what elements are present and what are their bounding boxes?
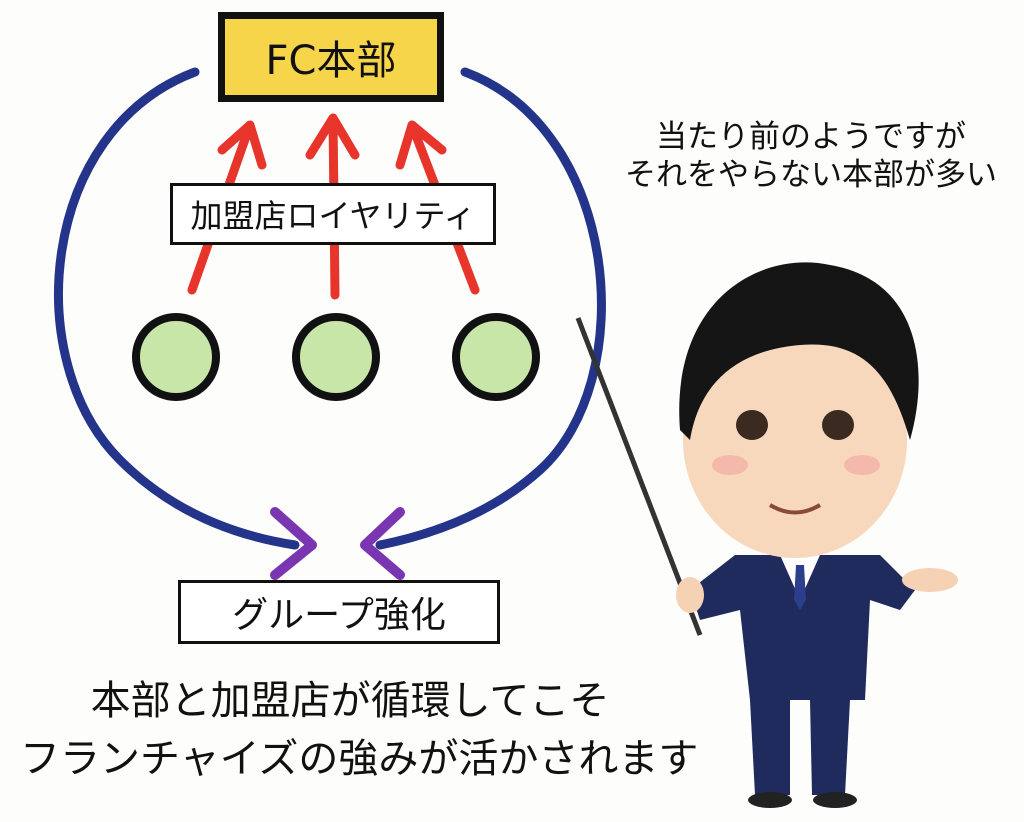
arrowhead-left-icon <box>270 507 317 580</box>
note-line: 当たり前のようですが <box>656 119 966 155</box>
caption-line: フランチャイズの強みが活かされます <box>20 736 699 782</box>
speech-note: 当たり前のようですが それをやらない本部が多い <box>606 118 1016 194</box>
presenter-character <box>575 262 958 808</box>
loop-arrow-left <box>54 67 300 550</box>
royalty-label-box: 加盟店ロイヤリティ <box>170 183 496 245</box>
fc-headquarters-box: FC本部 <box>218 12 444 102</box>
caption-line: 本部と加盟店が循環してこそ <box>90 678 610 724</box>
bottom-caption: 本部と加盟店が循環してこそ フランチャイズの強みが活かされます <box>20 672 699 788</box>
store-circle <box>132 313 220 401</box>
arrowhead-right-icon <box>360 507 405 580</box>
loop-arrow-right <box>375 67 606 550</box>
group-strengthening-box: グループ強化 <box>178 580 500 644</box>
note-line: それをやらない本部が多い <box>625 157 997 193</box>
store-circle <box>292 313 380 401</box>
store-circle <box>452 313 540 401</box>
pointer-stick <box>575 317 703 636</box>
